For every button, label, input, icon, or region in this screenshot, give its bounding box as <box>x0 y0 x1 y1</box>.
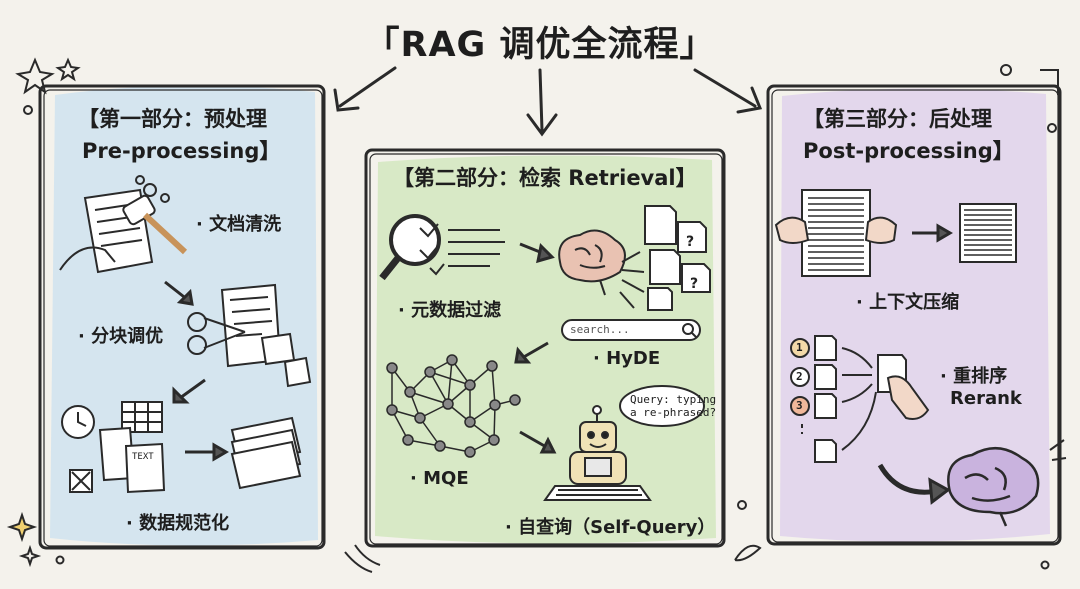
step-metadata-filter: · 元数据过滤 <box>398 300 502 321</box>
decoration-stars <box>6 57 1067 573</box>
mqe-network-icon <box>386 354 521 458</box>
step-self-query: · 自查询（Self-Query） <box>505 517 716 538</box>
normalization-icon <box>61 401 302 494</box>
title-arrows <box>333 66 763 137</box>
doc-label-text: TEXT <box>132 452 154 462</box>
section3-arrows <box>841 223 953 505</box>
doc-cleaning-icon <box>59 175 188 274</box>
step-hyde: · HyDE <box>593 348 661 369</box>
section1-heading-line1: 【第一部分：预处理 <box>78 107 267 131</box>
step-chunking: · 分块调优 <box>78 326 164 347</box>
brain-icon-rerank <box>947 447 1040 527</box>
robot-icon <box>543 385 705 501</box>
rank-number-3: 3 <box>796 399 803 412</box>
rerank-list-icon <box>790 335 930 463</box>
step-normalization: · 数据规范化 <box>126 513 230 534</box>
panel-retrieval <box>364 148 726 548</box>
speech-bubble-line2: a re-phrased? <box>630 406 717 419</box>
section2-heading: 【第二部分：检索 Retrieval】 <box>393 166 697 190</box>
svg-text:?: ? <box>686 234 694 250</box>
step-mqe: · MQE <box>410 468 469 489</box>
speech-bubble-line1: Query: typing <box>630 393 717 406</box>
search-placeholder: search... <box>570 323 630 336</box>
compression-doc-icon <box>774 189 1017 277</box>
brain-icon-retrieval <box>558 229 626 296</box>
section3-heading-line2: Post-processing】 <box>803 139 1014 163</box>
search-bar <box>561 319 701 341</box>
rank-number-2: 2 <box>796 370 803 383</box>
section1-arrows <box>164 280 229 462</box>
svg-text:?: ? <box>690 276 698 292</box>
step-doc-cleaning: · 文档清洗 <box>196 214 282 235</box>
rank-number-1: 1 <box>796 341 803 354</box>
step-rerank-en: Rerank <box>950 388 1022 409</box>
section2-arrows <box>514 242 645 454</box>
hyde-docs-icon: ? ? <box>644 205 711 311</box>
metadata-filter-icon <box>379 214 505 281</box>
step-context-compression: · 上下文压缩 <box>856 292 960 313</box>
step-rerank: · 重排序 <box>940 366 1008 387</box>
page-title: 「RAG 调优全流程」 <box>364 25 716 65</box>
section1-heading-line2: Pre-processing】 <box>82 139 281 163</box>
section3-heading-line1: 【第三部分：后处理 <box>803 107 992 131</box>
chunking-scissors-icon <box>187 283 312 388</box>
